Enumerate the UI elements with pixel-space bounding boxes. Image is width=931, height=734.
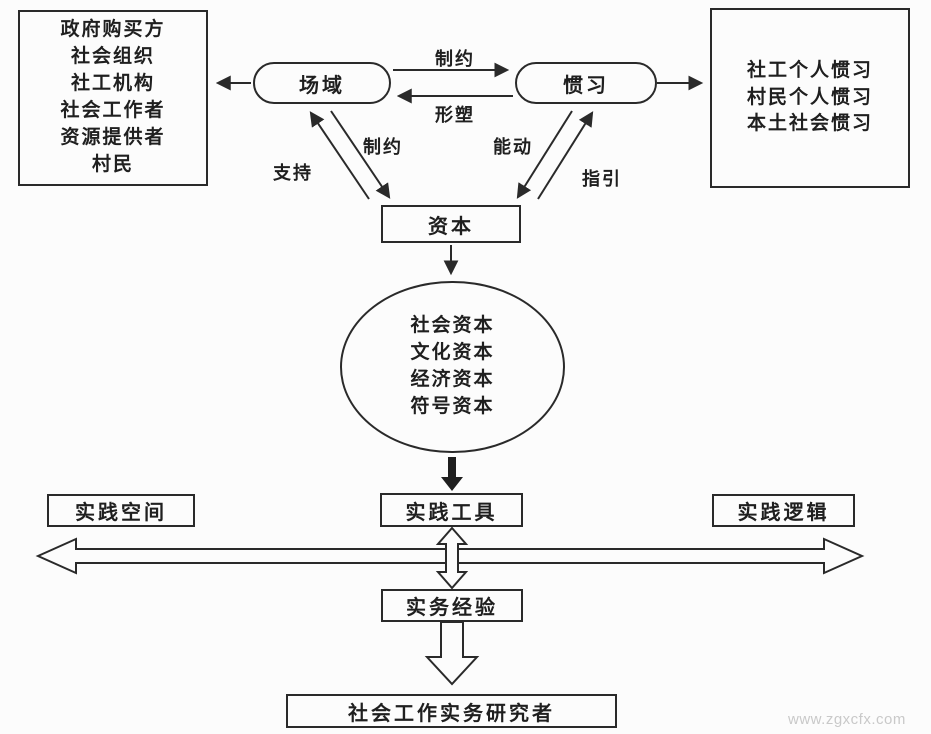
stakeholder-line: 政府购买方 bbox=[60, 19, 166, 41]
node-practice-tools: 实践工具 bbox=[380, 493, 523, 527]
edge-label-agency: 能动 bbox=[493, 137, 533, 157]
node-field-label: 场域 bbox=[299, 74, 345, 97]
node-capital: 资本 bbox=[381, 205, 521, 243]
watermark: www.zgxcfx.com bbox=[788, 711, 906, 728]
practice-tools-label: 实践工具 bbox=[405, 501, 498, 524]
arrow-capital-to-field bbox=[309, 111, 370, 200]
double-arrow-horizontal bbox=[35, 537, 865, 575]
capital-form-line: 符号资本 bbox=[410, 395, 495, 417]
stakeholder-line: 社工机构 bbox=[70, 73, 155, 95]
stakeholder-line: 社会组织 bbox=[70, 46, 155, 68]
node-practice-logic: 实践逻辑 bbox=[712, 494, 855, 527]
node-practice-experience: 实务经验 bbox=[381, 589, 523, 622]
capital-form-line: 文化资本 bbox=[410, 342, 495, 364]
double-arrow-vertical bbox=[435, 526, 469, 590]
node-habitus: 惯习 bbox=[515, 62, 657, 104]
edge-label-constrain-diagonal: 制约 bbox=[363, 137, 403, 157]
practice-experience-label: 实务经验 bbox=[406, 597, 498, 619]
node-stakeholders: 政府购买方 社会组织 社工机构 社会工作者 资源提供者 村民 bbox=[18, 10, 208, 186]
node-habitus-label: 惯习 bbox=[563, 74, 609, 97]
arrow-experience-to-researcher bbox=[424, 621, 480, 686]
arrow-forms-to-tools bbox=[441, 457, 463, 491]
edge-label-guide: 指引 bbox=[582, 169, 622, 189]
node-practice-space: 实践空间 bbox=[47, 494, 195, 527]
stakeholder-line: 社会工作者 bbox=[60, 100, 166, 121]
node-field: 场域 bbox=[253, 62, 391, 104]
researcher-label: 社会工作实务研究者 bbox=[348, 702, 555, 725]
node-researcher: 社会工作实务研究者 bbox=[286, 694, 617, 728]
practice-logic-label: 实践逻辑 bbox=[737, 502, 830, 524]
practice-space-label: 实践空间 bbox=[75, 502, 167, 524]
edge-label-support: 支持 bbox=[273, 163, 313, 183]
stakeholder-line: 村民 bbox=[91, 153, 134, 175]
edge-label-constrain-top: 制约 bbox=[435, 49, 475, 69]
habitus-type-line: 本土社会惯习 bbox=[746, 113, 873, 135]
capital-form-line: 社会资本 bbox=[410, 315, 495, 337]
capital-form-line: 经济资本 bbox=[410, 369, 495, 390]
node-capital-forms: 社会资本 文化资本 经济资本 符号资本 bbox=[340, 281, 565, 453]
habitus-type-line: 社工个人惯习 bbox=[746, 59, 873, 81]
stakeholder-line: 资源提供者 bbox=[60, 126, 166, 148]
habitus-type-line: 村民个人惯习 bbox=[746, 86, 873, 108]
edge-label-shape-bottom: 形塑 bbox=[435, 105, 475, 125]
node-habitus-types: 社工个人惯习 村民个人惯习 本土社会惯习 bbox=[710, 8, 910, 188]
node-capital-label: 资本 bbox=[428, 215, 474, 238]
